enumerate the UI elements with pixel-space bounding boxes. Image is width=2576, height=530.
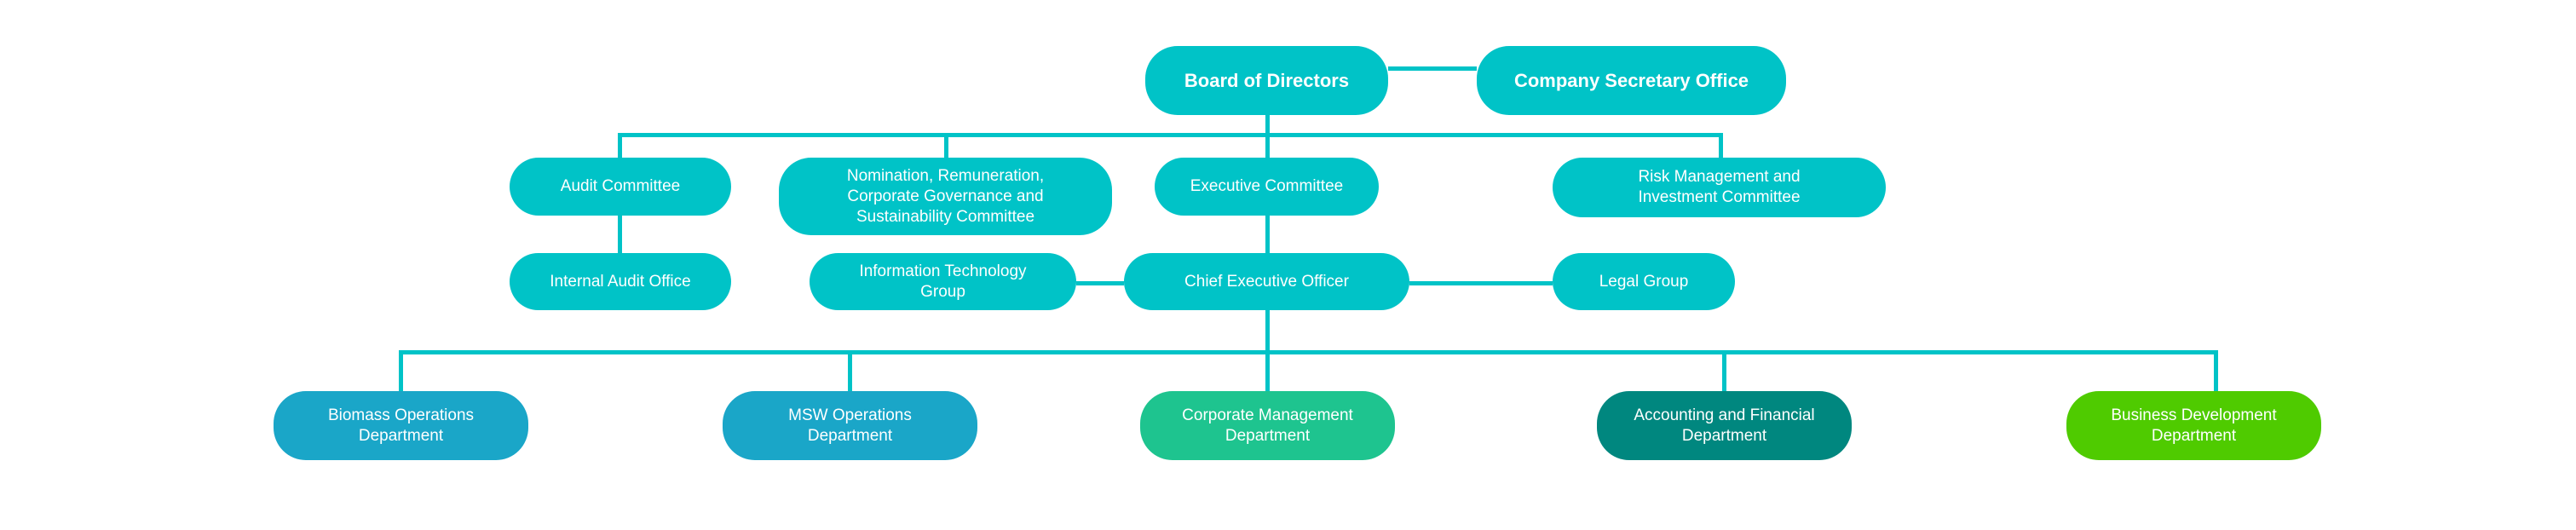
connector: [2214, 350, 2218, 391]
connector: [944, 133, 948, 158]
node-department: Biomass Operations Department: [274, 391, 528, 460]
node-executive-committee: Executive Committee: [1155, 158, 1379, 216]
connector: [1722, 350, 1726, 391]
connector: [1265, 216, 1270, 253]
connector: [1265, 310, 1270, 352]
node-company-secretary-office: Company Secretary Office: [1477, 46, 1786, 115]
connector: [1076, 281, 1124, 285]
node-department: Business Development Department: [2066, 391, 2321, 460]
node-department: Accounting and Financial Department: [1597, 391, 1852, 460]
connector: [399, 350, 2218, 354]
connector: [1719, 133, 1723, 158]
node-legal-group: Legal Group: [1553, 253, 1735, 310]
connector: [618, 133, 622, 158]
node-it-group: Information Technology Group: [810, 253, 1076, 310]
connector: [1265, 350, 1270, 391]
node-internal-audit-office: Internal Audit Office: [510, 253, 731, 310]
connector: [848, 350, 852, 391]
connector: [1409, 281, 1553, 285]
node-audit-committee: Audit Committee: [510, 158, 731, 216]
node-ceo: Chief Executive Officer: [1124, 253, 1409, 310]
node-department: MSW Operations Department: [723, 391, 977, 460]
node-department: Corporate Management Department: [1140, 391, 1395, 460]
connector: [618, 133, 1722, 137]
node-board-of-directors: Board of Directors: [1145, 46, 1388, 115]
node-risk-committee: Risk Management and Investment Committee: [1553, 158, 1886, 217]
node-nomination-committee: Nomination, Remuneration, Corporate Gove…: [779, 158, 1112, 235]
connector: [399, 350, 403, 391]
connector: [618, 216, 622, 253]
connector: [1388, 66, 1477, 71]
